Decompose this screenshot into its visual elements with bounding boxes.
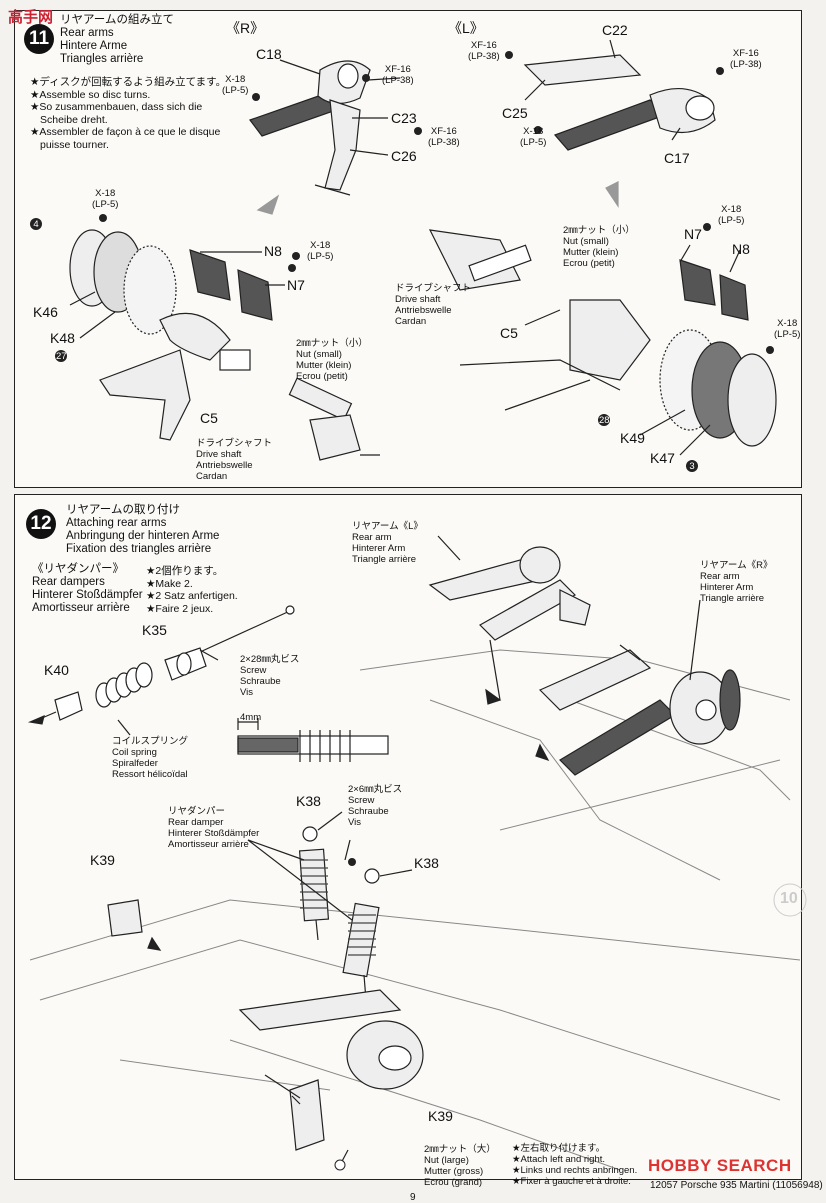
ghost-step-number: 10	[780, 890, 798, 907]
part-c22: C22	[602, 22, 628, 38]
marker-28: 28	[599, 415, 610, 426]
paint-x18-r-hub: X-18(LP-5)	[92, 188, 119, 210]
part-k49: K49	[620, 430, 645, 446]
bracket-k39-bottom	[289, 1079, 325, 1151]
part-k39-top: K39	[90, 852, 115, 868]
paint-xf16-r-mid: XF-16(LP-38)	[428, 126, 460, 148]
nut-large-label: 2㎜ナット（大）Nut (large)Mutter (gross)Ecrou (…	[424, 1144, 496, 1188]
side-label-r: 《R》	[226, 20, 265, 36]
marker-4: 4	[33, 219, 39, 230]
nut-small-label-r: 2㎜ナット（小）Nut (small)Mutter (klein)Ecrou (…	[296, 338, 368, 382]
part-k38-right: K38	[414, 855, 439, 871]
left-right-note: ★左右取り付けます。★Attach left and right.★Links …	[512, 1143, 638, 1187]
screw-6-head	[348, 858, 356, 866]
paint-x18-l-pads: X-18(LP-5)	[718, 204, 745, 226]
step-11-number: 11	[24, 24, 54, 54]
rear-arm-r-installed	[538, 644, 741, 776]
marker-27: 27	[56, 351, 67, 362]
paint-x18-r-top: X-18(LP-5)	[222, 74, 249, 96]
part-c26: C26	[391, 148, 417, 164]
make-two-note: ★2個作ります。 ★Make 2. ★2 Satz anfertigen. ★F…	[146, 565, 238, 615]
damper-installed	[298, 826, 380, 1001]
part-c17: C17	[664, 150, 690, 166]
site-watermark: 高手网	[8, 9, 54, 26]
part-k38-left: K38	[296, 793, 321, 809]
part-n7-r: N7	[287, 277, 305, 293]
rear-arm-l-installed	[428, 546, 591, 701]
part-c18: C18	[256, 46, 282, 62]
paint-xf16-r-top: XF-16(LP-38)	[382, 64, 414, 86]
part-c5-l: C5	[500, 325, 518, 341]
part-k39-bottom: K39	[428, 1108, 453, 1124]
part-k48: K48	[50, 330, 75, 346]
part-n8-l: N8	[732, 241, 750, 257]
rear-dampers-heading: 《リヤダンパー》 Rear dampers Hinterer Stoßdämpf…	[32, 563, 143, 614]
step-12-number: 12	[26, 509, 56, 539]
step-11-title: リヤアームの組み立て Rear arms Hintere Arme Triang…	[60, 14, 174, 65]
rear-hub-r-exploded	[69, 229, 380, 461]
page-number: 9	[410, 1192, 416, 1203]
damper-exploded	[27, 605, 295, 725]
paint-x18-l-top: X-18(LP-5)	[520, 126, 547, 148]
marker-3: 3	[689, 461, 695, 472]
step-11-markers	[30, 218, 698, 472]
paint-xf16-l-top: XF-16(LP-38)	[468, 40, 500, 62]
part-k46: K46	[33, 304, 58, 320]
part-n8-r: N8	[264, 243, 282, 259]
side-label-l: 《L》	[448, 20, 484, 36]
part-k47: K47	[650, 450, 675, 466]
part-c23: C23	[391, 110, 417, 126]
bracket-k39-top	[107, 899, 143, 937]
product-code: 12057 Porsche 935 Martini (11056948)	[650, 1180, 823, 1191]
hobby-search-watermark: HOBBY SEARCH	[648, 1156, 792, 1175]
paint-x18-l-disc: X-18(LP-5)	[774, 318, 801, 340]
paint-xf16-l-right: XF-16(LP-38)	[730, 48, 762, 70]
part-k35: K35	[142, 622, 167, 638]
part-k40: K40	[44, 662, 69, 678]
rear-hub-l-exploded	[428, 229, 777, 447]
gap-label: 4mm	[240, 712, 262, 723]
nut-large-icon	[334, 1159, 346, 1171]
ghost-step-10	[773, 883, 807, 917]
part-c25: C25	[502, 105, 528, 121]
rear-hub-lower	[238, 989, 424, 1090]
rear-arm-r-assembly	[249, 59, 401, 196]
step-11-notes: ★ディスクが回転するよう組み立てます。 ★Assemble so disc tu…	[30, 76, 227, 151]
part-n7-l: N7	[684, 226, 702, 242]
rear-arm-l-assembly	[523, 39, 716, 151]
step-12-title: リヤアームの取り付け Attaching rear arms Anbringun…	[66, 504, 220, 555]
nut-small-label-l: 2㎜ナット（小）Nut (small)Mutter (klein)Ecrou (…	[563, 225, 635, 269]
part-c5-r: C5	[200, 410, 218, 426]
paint-x18-r-pads: X-18(LP-5)	[307, 240, 334, 262]
spring-gauge-detail	[237, 718, 389, 762]
